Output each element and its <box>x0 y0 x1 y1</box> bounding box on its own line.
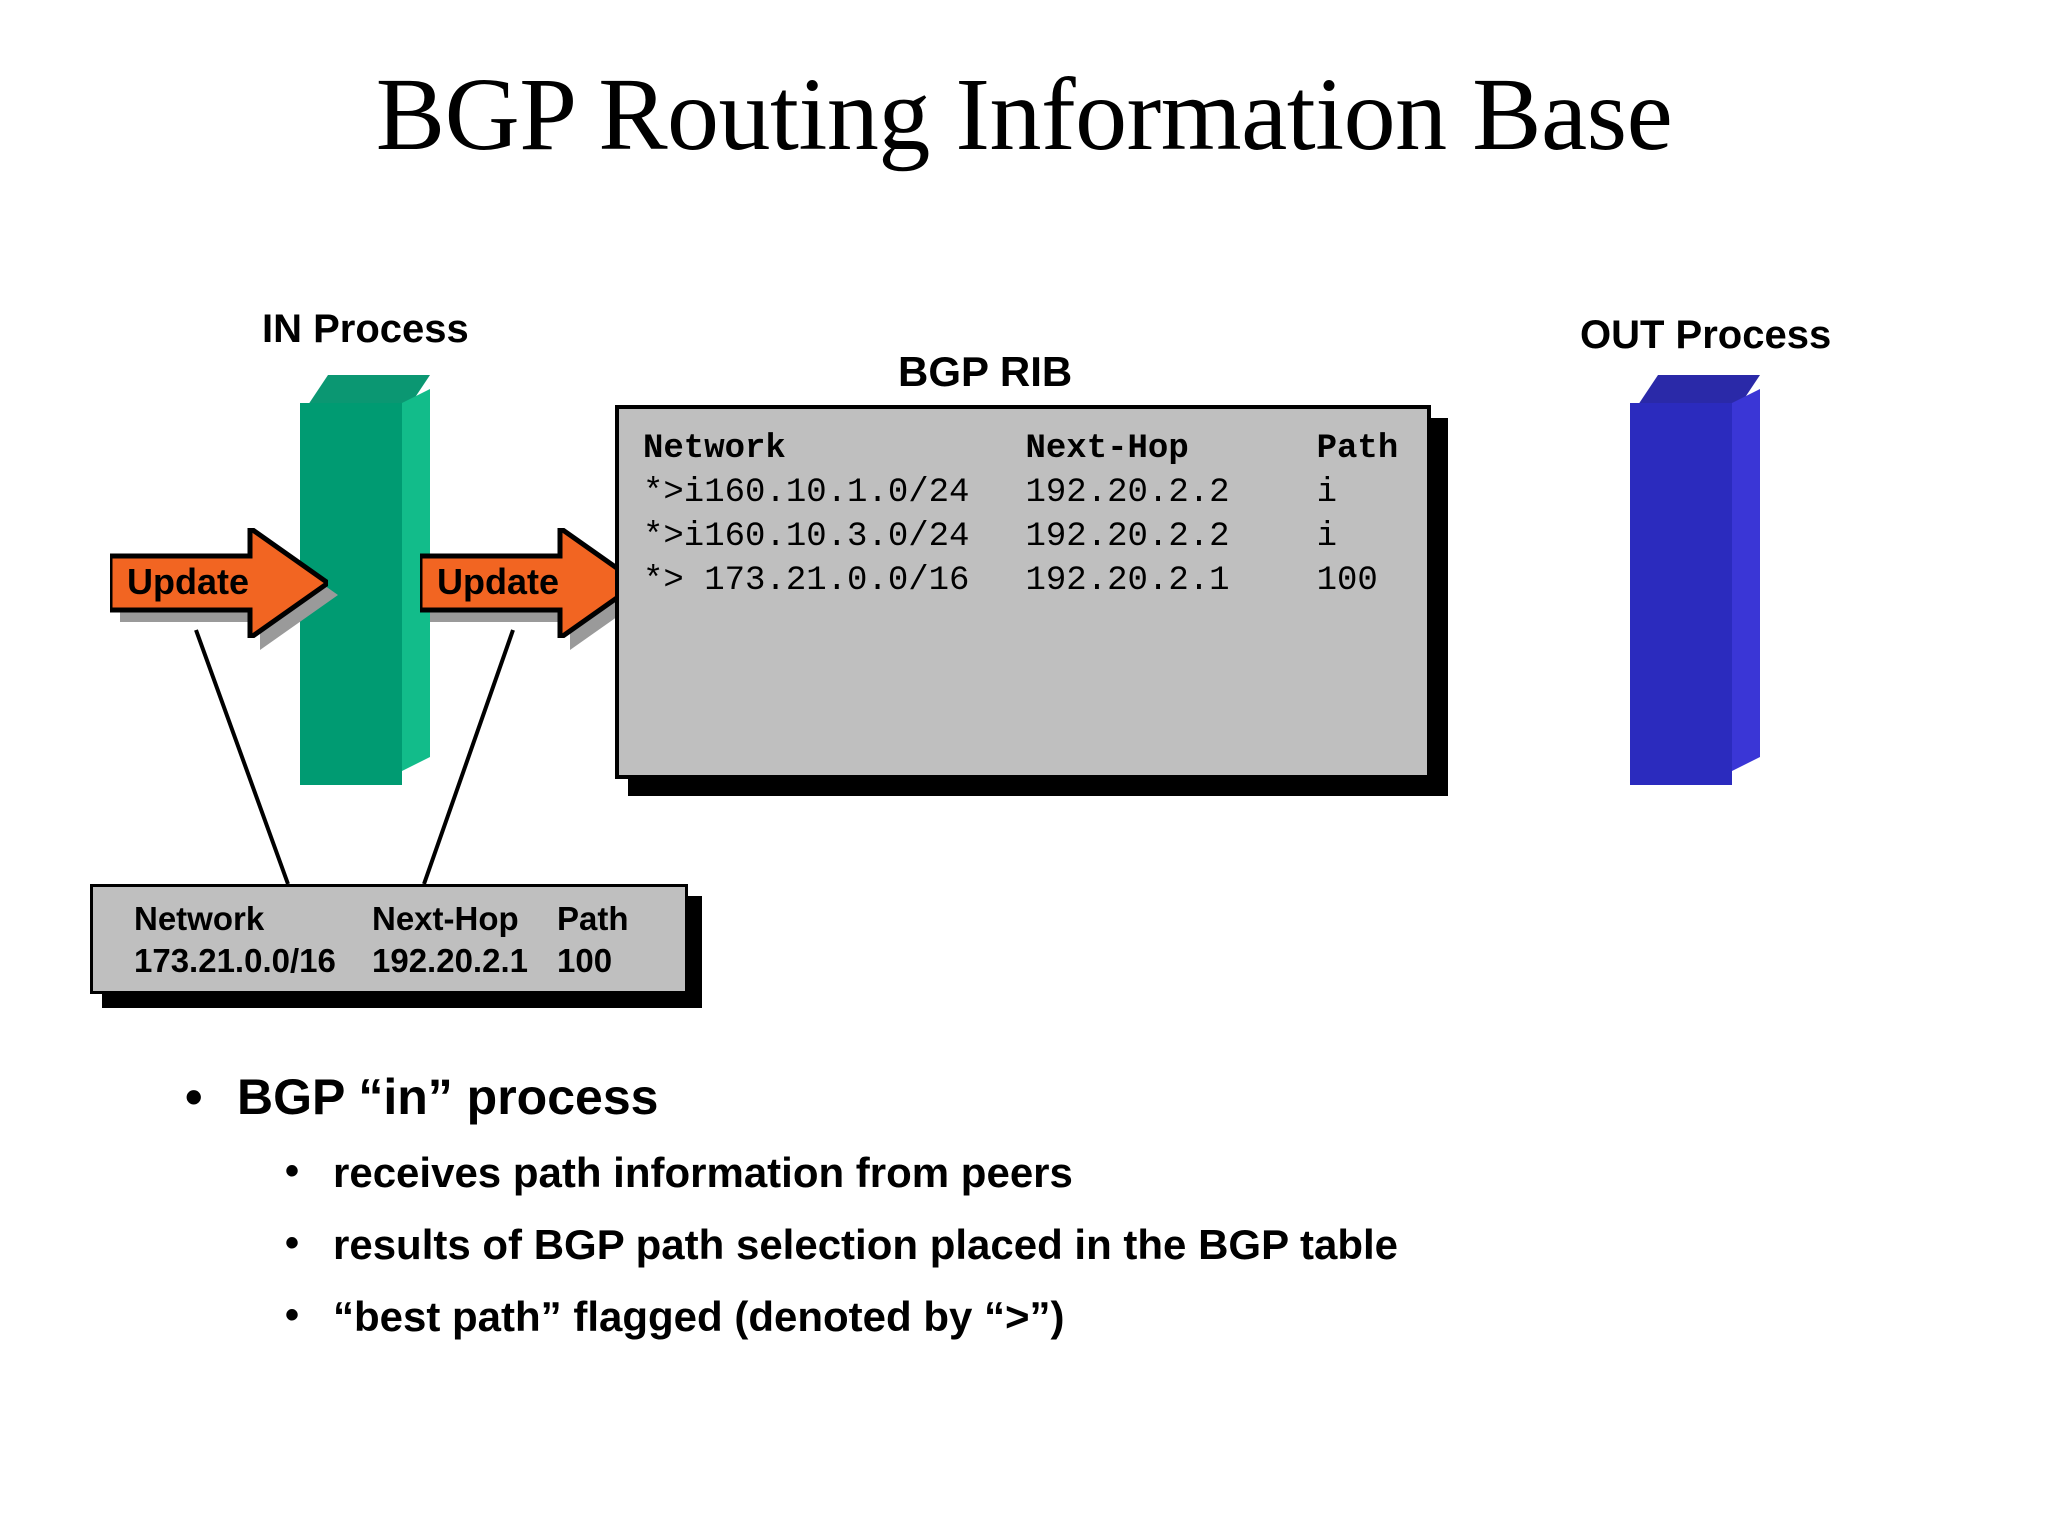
out-block-front-face <box>1630 403 1732 785</box>
bullet-marker-icon: • <box>285 1293 300 1337</box>
bullet-level2: • results of BGP path selection placed i… <box>175 1220 1875 1270</box>
update-arrow-label: Update <box>126 561 249 602</box>
out-block-side-face <box>1732 389 1760 771</box>
bullet-marker-icon: • <box>285 1149 300 1193</box>
table-row: *> 173.21.0.0/16 192.20.2.1 100 <box>643 559 1435 603</box>
rib-header-next-hop: Next-Hop <box>1025 430 1189 468</box>
rib-cell-path: i <box>1316 474 1338 512</box>
bullet-level2-text: receives path information from peers <box>333 1149 1073 1196</box>
rib-cell-next-hop: 192.20.2.2 <box>1025 518 1230 556</box>
update-header-network: Network <box>134 900 265 937</box>
bullet-level1-text: BGP “in” process <box>237 1069 659 1125</box>
bullet-list: • BGP “in” process • receives path infor… <box>175 1068 1875 1342</box>
update-detail-panel-face <box>90 884 688 994</box>
update-cell-path: 100 <box>557 942 613 979</box>
bgp-rib-panel: Network Next-Hop Path *>i160.10.1.0/24 1… <box>615 405 1448 796</box>
in-process-label: IN Process <box>262 307 469 351</box>
table-row: *>i160.10.3.0/24 192.20.2.2 i <box>643 515 1435 559</box>
bgp-rib-label: BGP RIB <box>898 348 1073 395</box>
update-arrow-label: Update <box>436 561 559 602</box>
update-arrow-outline <box>420 528 638 638</box>
rib-header-network: Network <box>643 430 786 468</box>
update-detail-table: Network Next-Hop Path 173.21.0.0/16 192.… <box>134 898 657 982</box>
update-arrow-incoming: Update <box>110 528 338 650</box>
connector-line-left <box>194 629 290 885</box>
table-row: 173.21.0.0/16 192.20.2.1 100 <box>134 940 657 982</box>
table-row: *>i160.10.1.0/24 192.20.2.2 i <box>643 471 1435 515</box>
out-process-label: OUT Process <box>1580 313 1832 357</box>
bgp-rib-table: Network Next-Hop Path *>i160.10.1.0/24 1… <box>643 427 1435 603</box>
rib-cell-next-hop: 192.20.2.1 <box>1025 562 1230 600</box>
bullet-level2-text: results of BGP path selection placed in … <box>333 1221 1399 1268</box>
bullet-level2-text: “best path” flagged (denoted by “>”) <box>333 1293 1065 1340</box>
update-arrow-outline <box>110 528 328 638</box>
table-header-row: Network Next-Hop Path <box>134 898 657 940</box>
bgp-rib-panel-face <box>615 405 1431 779</box>
update-detail-panel: Network Next-Hop Path 173.21.0.0/16 192.… <box>90 884 702 1008</box>
rib-cell-network: *>i160.10.3.0/24 <box>643 518 970 556</box>
rib-cell-path: i <box>1316 518 1338 556</box>
bullet-level2: • receives path information from peers <box>175 1148 1875 1198</box>
update-header-path: Path <box>557 900 629 937</box>
rib-cell-network: *>i160.10.1.0/24 <box>643 474 970 512</box>
update-header-next-hop: Next-Hop <box>372 900 519 937</box>
out-process-block <box>1630 375 1760 785</box>
update-cell-next-hop: 192.20.2.1 <box>372 942 528 979</box>
slide-title: BGP Routing Information Base <box>375 57 1673 172</box>
bullet-marker-icon: • <box>285 1221 300 1265</box>
bullet-level2: • “best path” flagged (denoted by “>”) <box>175 1292 1875 1342</box>
update-arrow-outgoing: Update <box>420 528 648 650</box>
bullet-level1: • BGP “in” process <box>175 1068 1875 1126</box>
rib-cell-path: 100 <box>1316 562 1378 600</box>
rib-cell-network: *> 173.21.0.0/16 <box>643 562 970 600</box>
rib-header-path: Path <box>1316 430 1399 468</box>
update-cell-network: 173.21.0.0/16 <box>134 942 336 979</box>
connector-line-right <box>422 629 515 885</box>
rib-cell-next-hop: 192.20.2.2 <box>1025 474 1230 512</box>
bullet-marker-icon: • <box>185 1069 203 1125</box>
table-header-row: Network Next-Hop Path <box>643 427 1435 471</box>
